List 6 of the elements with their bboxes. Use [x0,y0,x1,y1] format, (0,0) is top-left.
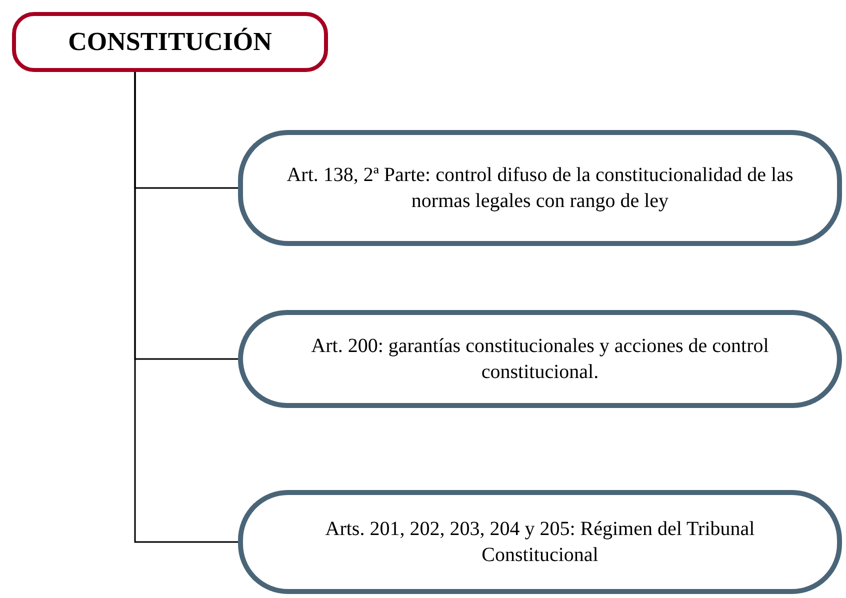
title-box [12,12,328,72]
box-text: Art. 200: garantías constitucionales y acciones de control constitucional. [310,334,770,385]
connector-line [134,72,238,543]
box-text: Art. 138, 2ª Parte: control difuso de la constitucionalidad de las normas legales con rango de ley [286,163,794,214]
box-text: Arts. 201, 202, 203, 204 y 205: Régimen del Tribunal Constitucional [324,517,756,568]
title-text: CONSTITUCIÓN [68,26,272,58]
